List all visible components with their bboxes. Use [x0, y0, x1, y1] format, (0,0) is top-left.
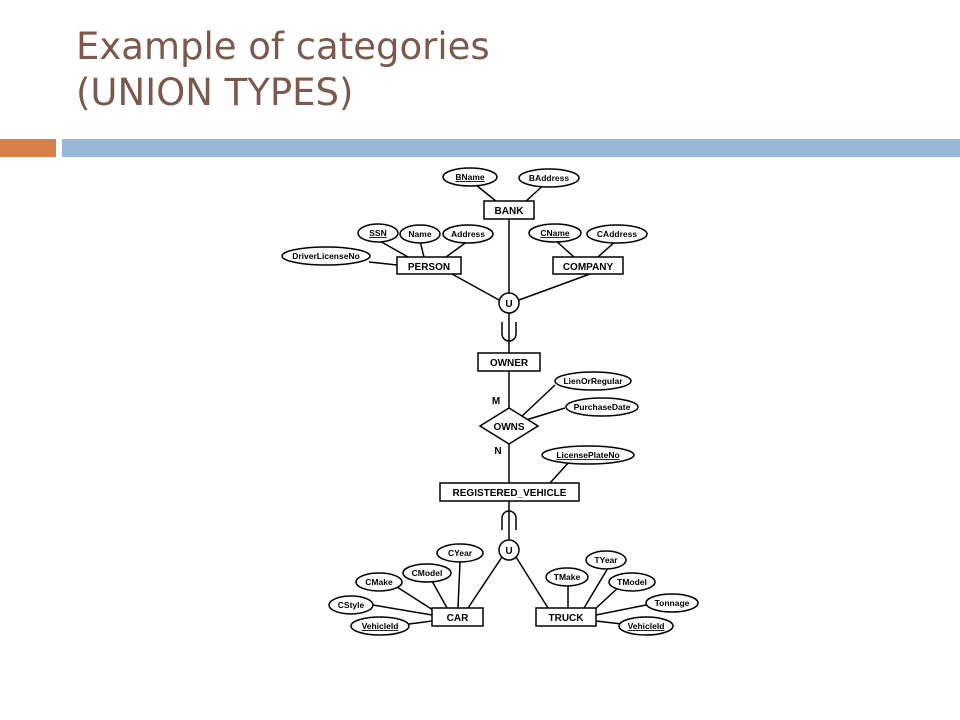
svg-text:LicensePlateNo: LicensePlateNo — [556, 450, 619, 460]
attr-cmodel: CModel — [402, 563, 452, 583]
header-rule-bar — [62, 139, 960, 157]
svg-text:PERSON: PERSON — [408, 262, 450, 273]
entity-owner: OWNER — [477, 352, 541, 372]
attr-cmake: CMake — [355, 572, 403, 592]
attr-name: Name — [399, 224, 441, 244]
attr-car-vehicle-id: VehicleId — [350, 616, 410, 636]
svg-text:DriverLicenseNo: DriverLicenseNo — [292, 251, 360, 261]
svg-text:CAR: CAR — [447, 613, 469, 624]
svg-text:CYear: CYear — [448, 548, 473, 558]
svg-text:Tonnage: Tonnage — [655, 598, 690, 608]
attr-tmake: TMake — [545, 567, 589, 587]
slide-title: Example of categories (UNION TYPES) — [76, 24, 490, 116]
svg-text:CName: CName — [540, 228, 570, 238]
svg-text:VehicleId: VehicleId — [628, 621, 665, 631]
title-line-2: (UNION TYPES) — [76, 71, 354, 114]
attr-caddress: CAddress — [586, 224, 648, 244]
svg-text:CMake: CMake — [365, 577, 393, 587]
svg-text:OWNER: OWNER — [490, 358, 529, 369]
union-circle-vehicle: U — [498, 539, 520, 561]
attr-truck-vehicle-id: VehicleId — [618, 616, 674, 636]
attr-tmodel: TModel — [608, 572, 656, 592]
cardinality-m: M — [492, 396, 500, 407]
svg-text:REGISTERED_VEHICLE: REGISTERED_VEHICLE — [453, 488, 567, 499]
attr-cstyle: CStyle — [328, 595, 374, 615]
union-subset-hook-bottom — [501, 510, 517, 530]
union-subset-hook-top — [501, 322, 517, 342]
svg-text:CModel: CModel — [412, 568, 443, 578]
entity-registered-vehicle: REGISTERED_VEHICLE — [439, 482, 580, 502]
svg-text:VehicleId: VehicleId — [362, 621, 399, 631]
attr-baddress: BAddress — [518, 168, 580, 188]
svg-text:BName: BName — [455, 172, 485, 182]
attr-cname: CName — [528, 223, 582, 243]
attr-license-plate-no: LicensePlateNo — [541, 445, 635, 465]
svg-text:U: U — [505, 546, 512, 557]
svg-text:U: U — [505, 299, 512, 310]
svg-text:CAddress: CAddress — [597, 229, 637, 239]
svg-text:BANK: BANK — [495, 206, 525, 217]
entity-truck: TRUCK — [535, 607, 597, 627]
cardinality-n: N — [494, 446, 501, 457]
attr-address: Address — [442, 224, 494, 244]
attr-purchase-date: PurchaseDate — [565, 397, 639, 417]
svg-text:TMake: TMake — [554, 572, 581, 582]
svg-text:PurchaseDate: PurchaseDate — [574, 402, 631, 412]
svg-text:LienOrRegular: LienOrRegular — [563, 376, 623, 386]
svg-text:TModel: TModel — [617, 577, 647, 587]
entity-person: PERSON — [396, 256, 462, 275]
accent-bar — [0, 139, 56, 157]
entity-company: COMPANY — [552, 256, 624, 275]
svg-text:Address: Address — [451, 229, 485, 239]
attr-ssn: SSN — [357, 223, 399, 243]
union-circle-owner: U — [498, 292, 520, 314]
attr-lien-or-regular: LienOrRegular — [554, 371, 632, 391]
title-line-1: Example of categories — [76, 25, 490, 68]
entity-car: CAR — [431, 607, 484, 627]
attr-tonnage: Tonnage — [645, 593, 699, 613]
svg-text:SSN: SSN — [369, 228, 386, 238]
attr-cyear: CYear — [436, 543, 484, 563]
relationship-owns: OWNS — [478, 407, 540, 445]
svg-text:OWNS: OWNS — [493, 422, 524, 433]
svg-text:TRUCK: TRUCK — [549, 613, 585, 624]
svg-text:CStyle: CStyle — [338, 600, 365, 610]
entity-bank: BANK — [483, 200, 535, 220]
svg-text:Name: Name — [408, 229, 431, 239]
attr-driver-license-no: DriverLicenseNo — [281, 246, 371, 266]
attr-tyear: TYear — [585, 550, 627, 570]
svg-text:BAddress: BAddress — [529, 173, 569, 183]
svg-text:COMPANY: COMPANY — [563, 262, 614, 273]
attr-bname: BName — [442, 167, 498, 187]
svg-text:TYear: TYear — [594, 555, 618, 565]
